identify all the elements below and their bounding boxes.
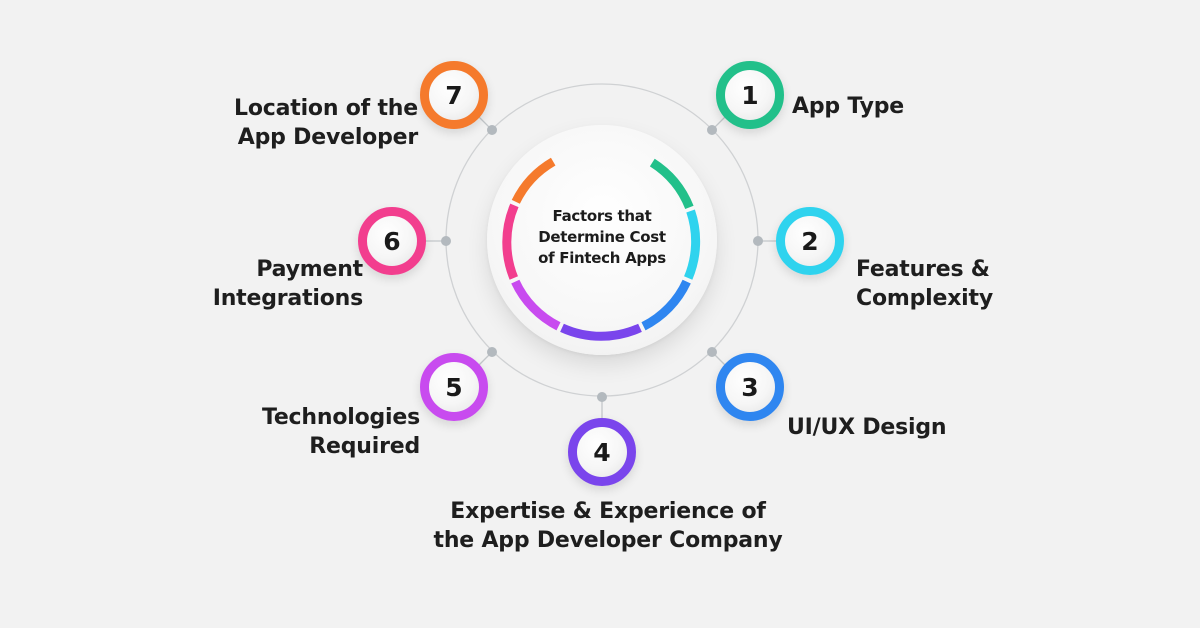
factor-label-line: Features &	[856, 257, 990, 282]
factor-badge-3: 3	[716, 353, 784, 421]
factor-label-line: Payment	[256, 257, 363, 282]
hub-title: Factors that Determine Cost of Fintech A…	[527, 206, 677, 269]
factor-label-5: Technologies Required	[220, 403, 420, 461]
arc-segment-6	[502, 203, 519, 280]
factor-badge-4: 4	[568, 418, 636, 486]
connector-dots	[441, 125, 763, 402]
arc-segment-4	[560, 323, 642, 341]
factor-label-line: Complexity	[856, 286, 993, 311]
arc-segment-5	[511, 279, 561, 331]
hub-title-line: Factors that	[552, 207, 652, 225]
factor-label-1: App Type	[792, 92, 904, 121]
factor-number: 7	[445, 80, 463, 110]
factor-label-line: App Developer	[237, 125, 418, 150]
factor-label-6: Payment Integrations	[183, 255, 363, 313]
factor-badge-2: 2	[776, 207, 844, 275]
factor-label-line: Technologies	[261, 405, 420, 430]
factor-label-line: Required	[309, 434, 420, 459]
connector-dot	[487, 125, 497, 135]
factor-label-line: App Type	[792, 94, 904, 119]
arc-segment-7	[511, 157, 556, 204]
factor-badge-7: 7	[420, 61, 488, 129]
arc-segment-1	[649, 158, 694, 210]
factor-number: 2	[801, 226, 819, 256]
connector-dot	[487, 347, 497, 357]
factor-label-line: Location of the	[234, 96, 418, 121]
factor-badge-6: 6	[358, 207, 426, 275]
factor-label-line: Expertise & Experience of	[450, 499, 766, 524]
factor-number: 3	[741, 372, 759, 402]
connector-dot	[753, 236, 763, 246]
factor-number: 5	[445, 372, 463, 402]
factor-number: 4	[593, 437, 611, 467]
connector-dot	[441, 236, 451, 246]
factor-number: 6	[383, 226, 401, 256]
factor-number: 1	[741, 80, 759, 110]
hub-title-line: Determine Cost	[538, 228, 666, 246]
hub-title-line: of Fintech Apps	[538, 249, 666, 267]
connector-dot	[597, 392, 607, 402]
factor-label-2: Features & Complexity	[856, 255, 993, 313]
arc-segment-2	[684, 209, 701, 280]
connector-dot	[707, 125, 717, 135]
factor-label-3: UI/UX Design	[787, 413, 947, 442]
factor-badge-1: 1	[716, 61, 784, 129]
arc-segment-3	[641, 279, 691, 331]
factor-label-7: Location of the App Developer	[198, 94, 418, 152]
factor-label-line: Integrations	[212, 286, 363, 311]
factor-label-4: Expertise & Experience of the App Develo…	[423, 497, 793, 555]
connector-dot	[707, 347, 717, 357]
factor-badge-5: 5	[420, 353, 488, 421]
factor-label-line: the App Developer Company	[433, 528, 783, 553]
factor-label-line: UI/UX Design	[787, 415, 947, 440]
hub-disc	[487, 125, 717, 355]
